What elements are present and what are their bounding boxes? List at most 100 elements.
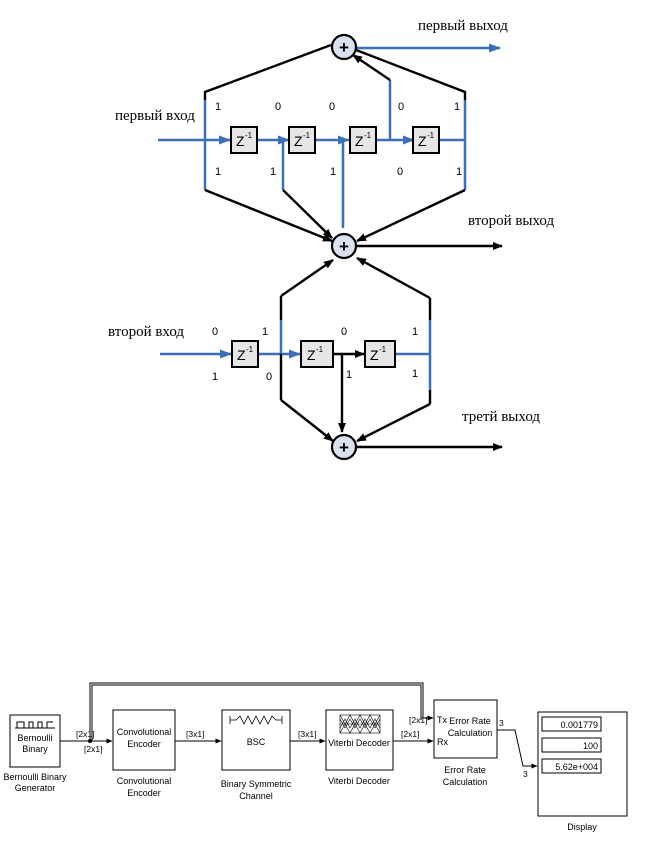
- second-input-label: второй вход: [108, 324, 184, 340]
- svg-text:Convolutional: Convolutional: [117, 727, 172, 737]
- svg-text:Bernoulli Binary: Bernoulli Binary: [3, 772, 67, 782]
- signal-label: [2x1]: [409, 715, 427, 725]
- svg-text:Channel: Channel: [239, 791, 273, 801]
- row2-top-taps: 0 1 0 1: [212, 326, 418, 338]
- adder-plus-icon: +: [339, 438, 349, 457]
- adder-bottom: +: [330, 433, 358, 461]
- svg-text:-1: -1: [245, 131, 253, 140]
- svg-text:Binary Symmetric: Binary Symmetric: [221, 779, 292, 789]
- svg-text:Z: Z: [236, 133, 245, 149]
- row2-delay-elements: Z -1 Z -1 Z -1: [231, 340, 396, 368]
- tap-coefficient: 1: [212, 371, 218, 383]
- delay-element: Z -1: [364, 340, 396, 368]
- svg-text:Encoder: Encoder: [127, 788, 161, 798]
- tap-coefficient: 1: [412, 368, 418, 380]
- first-input-label: первый вход: [115, 108, 195, 124]
- svg-text:Convolutional: Convolutional: [117, 776, 172, 786]
- delay-element: Z -1: [230, 126, 258, 154]
- adder-top: +: [330, 33, 358, 61]
- row1-delay-elements: Z -1 Z -1 Z -1 Z -1: [230, 126, 440, 154]
- tap-coefficient: 1: [215, 166, 221, 178]
- svg-text:Z: Z: [370, 347, 379, 363]
- svg-text:-1: -1: [379, 345, 387, 354]
- row1-black-lines: [203, 43, 503, 250]
- signal-label: [3x1]: [186, 729, 204, 739]
- delay-element: Z -1: [288, 126, 316, 154]
- bernoulli-binary-block[interactable]: Bernoulli Binary Bernoulli Binary Genera…: [3, 714, 67, 793]
- signal-label: [3x1]: [298, 729, 316, 739]
- row2-bottom-taps: 1 0 1 1: [212, 368, 418, 383]
- row1-top-taps: 1 0 0 0 1: [215, 101, 460, 113]
- first-output-label: первый выход: [418, 18, 508, 34]
- tap-coefficient: 1: [456, 166, 462, 178]
- display-value: 5.62e+004: [555, 762, 598, 772]
- binary-symmetric-channel-block[interactable]: BSC Binary Symmetric Channel: [221, 709, 292, 801]
- svg-text:Calculation: Calculation: [448, 728, 493, 738]
- delay-element: Z -1: [300, 340, 334, 368]
- simulink-model: Bernoulli Binary Bernoulli Binary Genera…: [3, 682, 628, 832]
- svg-text:Rx: Rx: [437, 737, 448, 747]
- convolutional-encoder-block[interactable]: Convolutional Encoder Convolutional Enco…: [112, 709, 176, 798]
- adder-plus-icon: +: [339, 237, 349, 256]
- signal-label: [2x1]: [76, 729, 94, 739]
- tap-coefficient: 0: [341, 326, 347, 338]
- svg-text:Tx: Tx: [437, 715, 447, 725]
- svg-text:Calculation: Calculation: [443, 777, 488, 787]
- svg-text:Z: Z: [294, 133, 303, 149]
- svg-text:Display: Display: [567, 822, 597, 832]
- svg-text:Z: Z: [355, 133, 364, 149]
- display-block[interactable]: 0.001779 100 5.62e+004 Display: [537, 711, 628, 832]
- svg-text:Z: Z: [418, 133, 427, 149]
- svg-text:Encoder: Encoder: [127, 739, 161, 749]
- signal-label: 3: [499, 718, 504, 728]
- third-output-label: третй выход: [462, 409, 540, 425]
- svg-text:-1: -1: [303, 131, 311, 140]
- signal-label: 3: [523, 769, 528, 779]
- branch-point: [88, 739, 92, 743]
- adder-plus-icon: +: [339, 38, 349, 57]
- delay-element: Z -1: [349, 126, 377, 154]
- tap-coefficient: 0: [212, 326, 218, 338]
- svg-text:Viterbi Decoder: Viterbi Decoder: [328, 776, 390, 786]
- tap-coefficient: 0: [266, 371, 272, 383]
- tap-coefficient: 0: [329, 101, 335, 113]
- tap-coefficient: 0: [398, 101, 404, 113]
- convolutional-encoder-diagram: Z -1 Z -1 Z -1 Z -1 Z: [108, 18, 555, 461]
- tap-coefficient: 1: [412, 326, 418, 338]
- adder-middle: +: [330, 232, 358, 260]
- svg-text:BSC: BSC: [247, 737, 266, 747]
- tap-coefficient: 0: [275, 101, 281, 113]
- svg-text:Z: Z: [237, 347, 246, 363]
- simulink-connections: [60, 682, 538, 769]
- trellis-icon: [339, 714, 381, 734]
- error-rate-calculation-block[interactable]: Tx Rx Error Rate Calculation Error Rate …: [433, 699, 498, 787]
- svg-text:Binary: Binary: [22, 744, 48, 754]
- svg-text:Generator: Generator: [15, 783, 56, 793]
- signal-label: [2x1]: [401, 729, 419, 739]
- display-value: 0.001779: [560, 720, 598, 730]
- tap-coefficient: 0: [397, 166, 403, 178]
- signal-label: [2x1]: [84, 744, 102, 754]
- tap-coefficient: 1: [270, 166, 276, 178]
- svg-text:Z: Z: [307, 347, 316, 363]
- row1-signal-lines: [158, 43, 501, 390]
- row1-bottom-taps: 1 1 1 0 1: [215, 166, 462, 178]
- delay-element: Z -1: [231, 340, 259, 368]
- display-value: 100: [583, 741, 598, 751]
- row2-black-lines: [279, 256, 503, 451]
- svg-text:Error Rate: Error Rate: [449, 716, 491, 726]
- svg-text:-1: -1: [246, 345, 254, 354]
- viterbi-decoder-block[interactable]: Viterbi Decoder Viterbi Decoder: [325, 709, 394, 786]
- tap-coefficient: 1: [330, 166, 336, 178]
- svg-text:-1: -1: [364, 131, 372, 140]
- tap-coefficient: 1: [346, 369, 352, 381]
- svg-text:-1: -1: [427, 131, 435, 140]
- svg-text:-1: -1: [316, 345, 324, 354]
- second-output-label: второй выход: [468, 213, 555, 229]
- delay-element: Z -1: [412, 126, 440, 154]
- tap-coefficient: 1: [215, 101, 221, 113]
- svg-text:Viterbi Decoder: Viterbi Decoder: [328, 738, 390, 748]
- signal-dimension-labels: [2x1] [2x1] [3x1] [3x1] [2x1] [2x1] 3 3: [76, 715, 528, 779]
- svg-text:Error Rate: Error Rate: [444, 765, 486, 775]
